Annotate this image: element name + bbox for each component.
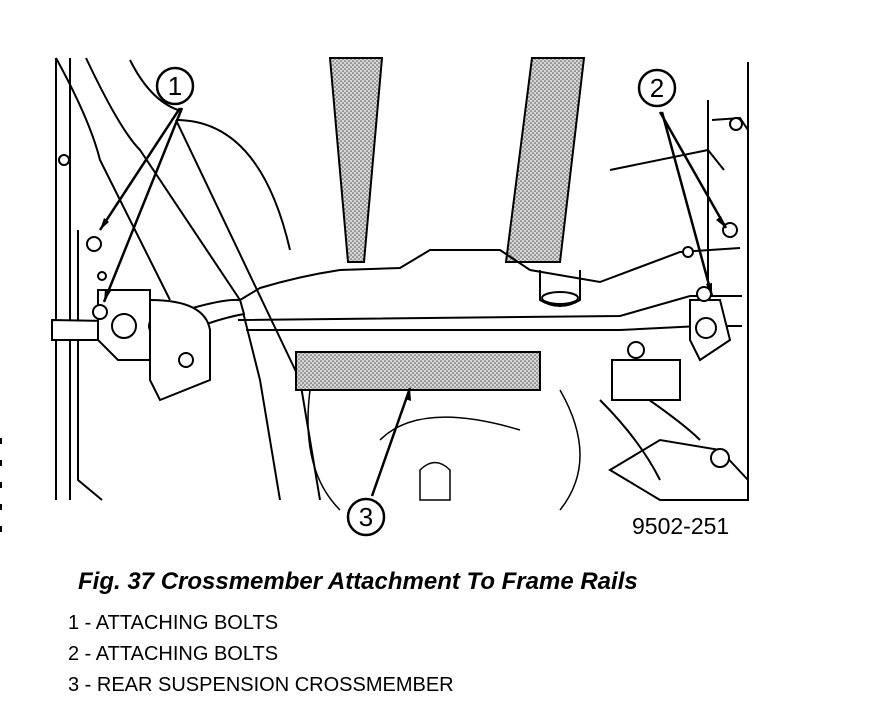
left-frame-rail (55, 57, 321, 501)
callout-1: 1 (98, 66, 195, 303)
legend-item: 2 - ATTACHING BOLTS (68, 643, 279, 665)
legend-item: 1 - ATTACHING BOLTS (68, 612, 279, 634)
callout-3-label: 3 (359, 502, 373, 532)
driveshaft-straps (328, 57, 586, 263)
right-frame-rail (599, 62, 749, 501)
figure-id-label: 9502-251 (632, 513, 730, 539)
callout-2-label: 2 (650, 73, 664, 103)
rear-suspension-crossmember (295, 351, 541, 391)
callout-1-label: 1 (168, 71, 182, 101)
crossmember-illustration: 1 2 3 (51, 57, 749, 537)
fuel-tank-outline (307, 389, 581, 511)
left-mount-bracket (58, 154, 211, 402)
scan-edge-mark (0, 430, 4, 540)
legend-item: 3 - REAR SUSPENSION CROSSMEMBER (68, 674, 454, 696)
callout-2: 2 (637, 68, 728, 297)
callout-3: 3 (346, 387, 412, 537)
upper-crossmember (237, 247, 742, 331)
figure-caption: Fig. 37 Crossmember Attachment To Frame … (78, 568, 638, 595)
